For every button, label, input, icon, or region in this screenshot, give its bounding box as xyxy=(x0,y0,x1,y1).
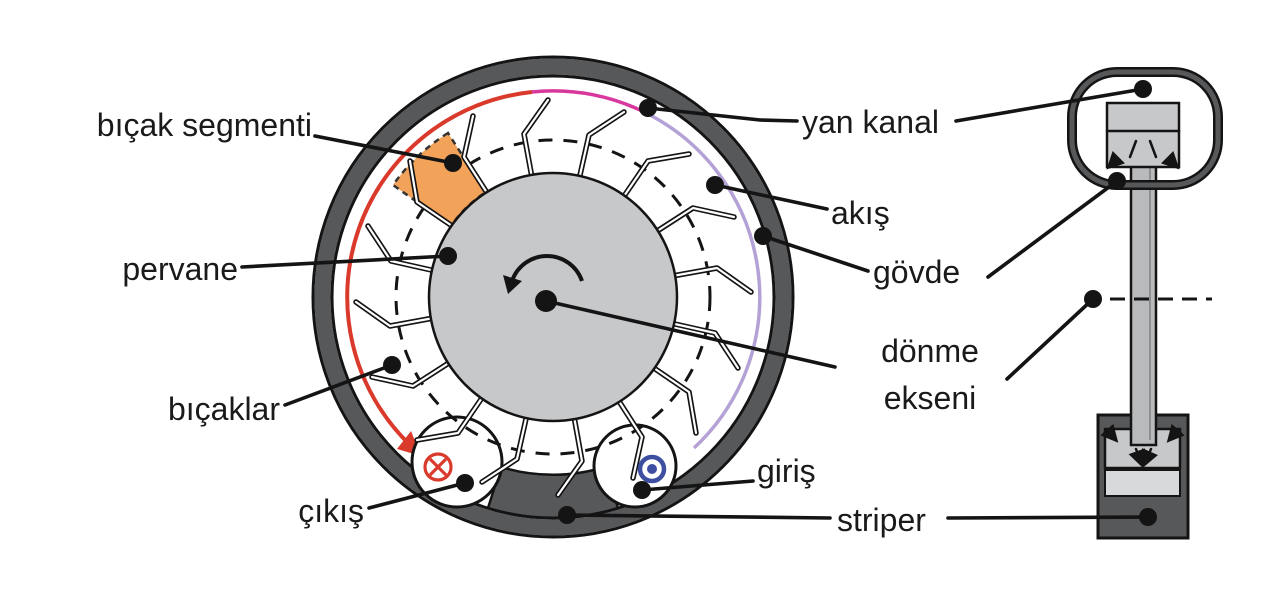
leader-flow xyxy=(706,176,829,211)
leader-rotation-axis-right xyxy=(1005,290,1102,381)
leader-blades xyxy=(283,356,401,407)
leader-rotation-axis-left xyxy=(544,299,837,369)
leader-housing-left xyxy=(754,227,870,273)
label-rotation-axis: dönme ekseni xyxy=(848,333,1012,417)
cross-section-view xyxy=(1067,67,1223,540)
label-blade-segment: bıçak segmenti xyxy=(96,107,312,143)
stripper-region xyxy=(486,465,620,519)
label-housing: gövde xyxy=(873,254,961,290)
xs-lower-blade-marks xyxy=(1100,423,1185,468)
label-blades: bıçaklar xyxy=(167,391,280,427)
label-inlet: giriş xyxy=(757,453,816,489)
channel-dashed-circle xyxy=(394,138,712,456)
leader-outlet xyxy=(367,474,474,510)
leader-stripper-right xyxy=(946,508,1157,526)
leader-side-channel-right xyxy=(954,80,1152,123)
leader-stripper-left xyxy=(558,506,832,524)
front-view xyxy=(311,55,795,539)
leader-impeller xyxy=(240,247,457,269)
flow-arc xyxy=(531,89,762,450)
outlet-flow-symbol xyxy=(423,452,453,482)
inlet-flow-symbol xyxy=(637,454,667,484)
xs-lower-band xyxy=(1104,469,1181,497)
label-rotation-axis-line1: dönme xyxy=(881,333,979,369)
xs-shaft xyxy=(1129,158,1158,447)
label-flow: akış xyxy=(831,195,890,231)
leader-inlet xyxy=(633,479,755,499)
label-rotation-axis-line2: ekseni xyxy=(883,379,977,416)
label-side-channel: yan kanal xyxy=(802,104,939,140)
label-stripper: striper xyxy=(837,502,926,538)
leader-blade-segment xyxy=(313,134,462,172)
label-impeller: pervane xyxy=(122,251,238,287)
leader-housing-right xyxy=(986,172,1126,279)
xs-blade xyxy=(1105,101,1181,170)
leader-side-channel-left xyxy=(639,99,799,123)
label-outlet: çıkış xyxy=(298,493,364,529)
xs-side-channel-housing xyxy=(1067,67,1223,190)
leader-lines xyxy=(240,80,1157,526)
